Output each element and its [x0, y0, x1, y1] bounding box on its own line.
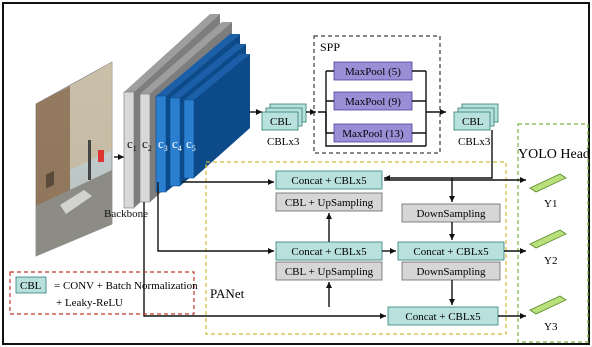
cbl-stack-left: CBL — [261, 103, 307, 131]
legend-cbl-box — [15, 276, 47, 294]
output-y1-bar — [529, 173, 567, 193]
concat-top-label: Concat + CBLx5 — [291, 175, 367, 187]
output-y3-label: Y3 — [544, 321, 558, 333]
downsample-mid-box — [401, 261, 501, 281]
concat-mid-right-label: Concat + CBLx5 — [413, 246, 489, 258]
cbl-right-caption: CBLx3 — [458, 136, 491, 148]
stage-label: c1 — [127, 136, 137, 153]
legend-cbl-label: CBL — [20, 280, 42, 292]
yolo-head-frame — [517, 123, 589, 343]
stage-label: c4 — [172, 136, 182, 153]
legend-frame — [9, 271, 195, 315]
upsample-top-label: CBL + UpSampling — [285, 197, 374, 209]
maxpool-5-label: MaxPool (5) — [345, 66, 401, 78]
output-y3-bar — [529, 295, 567, 315]
legend-line2: + Leaky-ReLU — [56, 297, 123, 309]
cbl-stack-right: CBL — [453, 103, 499, 131]
output-y2-bar — [529, 229, 567, 249]
spp-split-lines — [318, 70, 334, 134]
output-y2-label: Y2 — [544, 255, 557, 267]
panet-boxes: Concat + CBLx5 CBL + UpSampling DownSamp… — [275, 170, 505, 326]
legend: CBL = CONV + Batch Normalization + Leaky… — [9, 271, 198, 315]
upsample-mid-label: CBL + UpSampling — [285, 266, 374, 278]
panet-connections — [143, 177, 526, 319]
backbone-label: Backbone — [104, 208, 148, 220]
cbl-box-label: CBL — [270, 116, 292, 128]
concat-top-box — [275, 170, 383, 190]
yolo-outputs: Y1 Y2 Y3 — [529, 173, 567, 333]
output-y1-label: Y1 — [544, 198, 557, 210]
panet-frame — [205, 161, 507, 335]
stage-label: c3 — [158, 136, 168, 153]
concat-bottom-label: Concat + CBLx5 — [405, 311, 481, 323]
maxpool-13-label: MaxPool (13) — [342, 128, 404, 140]
backbone-layers — [123, 14, 250, 209]
upsample-top-box — [275, 192, 383, 212]
yolo-head-title: YOLO Head — [518, 147, 590, 162]
downsample-mid-label: DownSampling — [416, 266, 486, 278]
stage-labels: c1 c2 c3 c4 c5 — [127, 136, 196, 153]
legend-line1: = CONV + Batch Normalization — [54, 280, 198, 292]
concat-mid-left-label: Concat + CBLx5 — [291, 246, 367, 258]
cbl-box-label: CBL — [462, 116, 484, 128]
input-image — [35, 61, 113, 257]
stage-label: c5 — [186, 136, 196, 153]
spp-merge-lines — [325, 70, 427, 147]
panet-title: PANet — [210, 286, 245, 301]
spp-title: SPP — [320, 40, 340, 54]
cbl-to-concat-top-arrow — [384, 130, 493, 181]
cbl-left-caption: CBLx3 — [267, 136, 300, 148]
downsample-top-label: DownSampling — [416, 208, 486, 220]
stage-label: c2 — [142, 136, 152, 153]
spp-frame — [313, 35, 441, 154]
downsample-top-box — [401, 203, 501, 223]
maxpool-9-label: MaxPool (9) — [345, 96, 401, 108]
upsample-mid-box — [275, 261, 383, 281]
spp-block: SPP MaxPool (5) MaxPool (9) MaxPool (13) — [313, 35, 446, 154]
